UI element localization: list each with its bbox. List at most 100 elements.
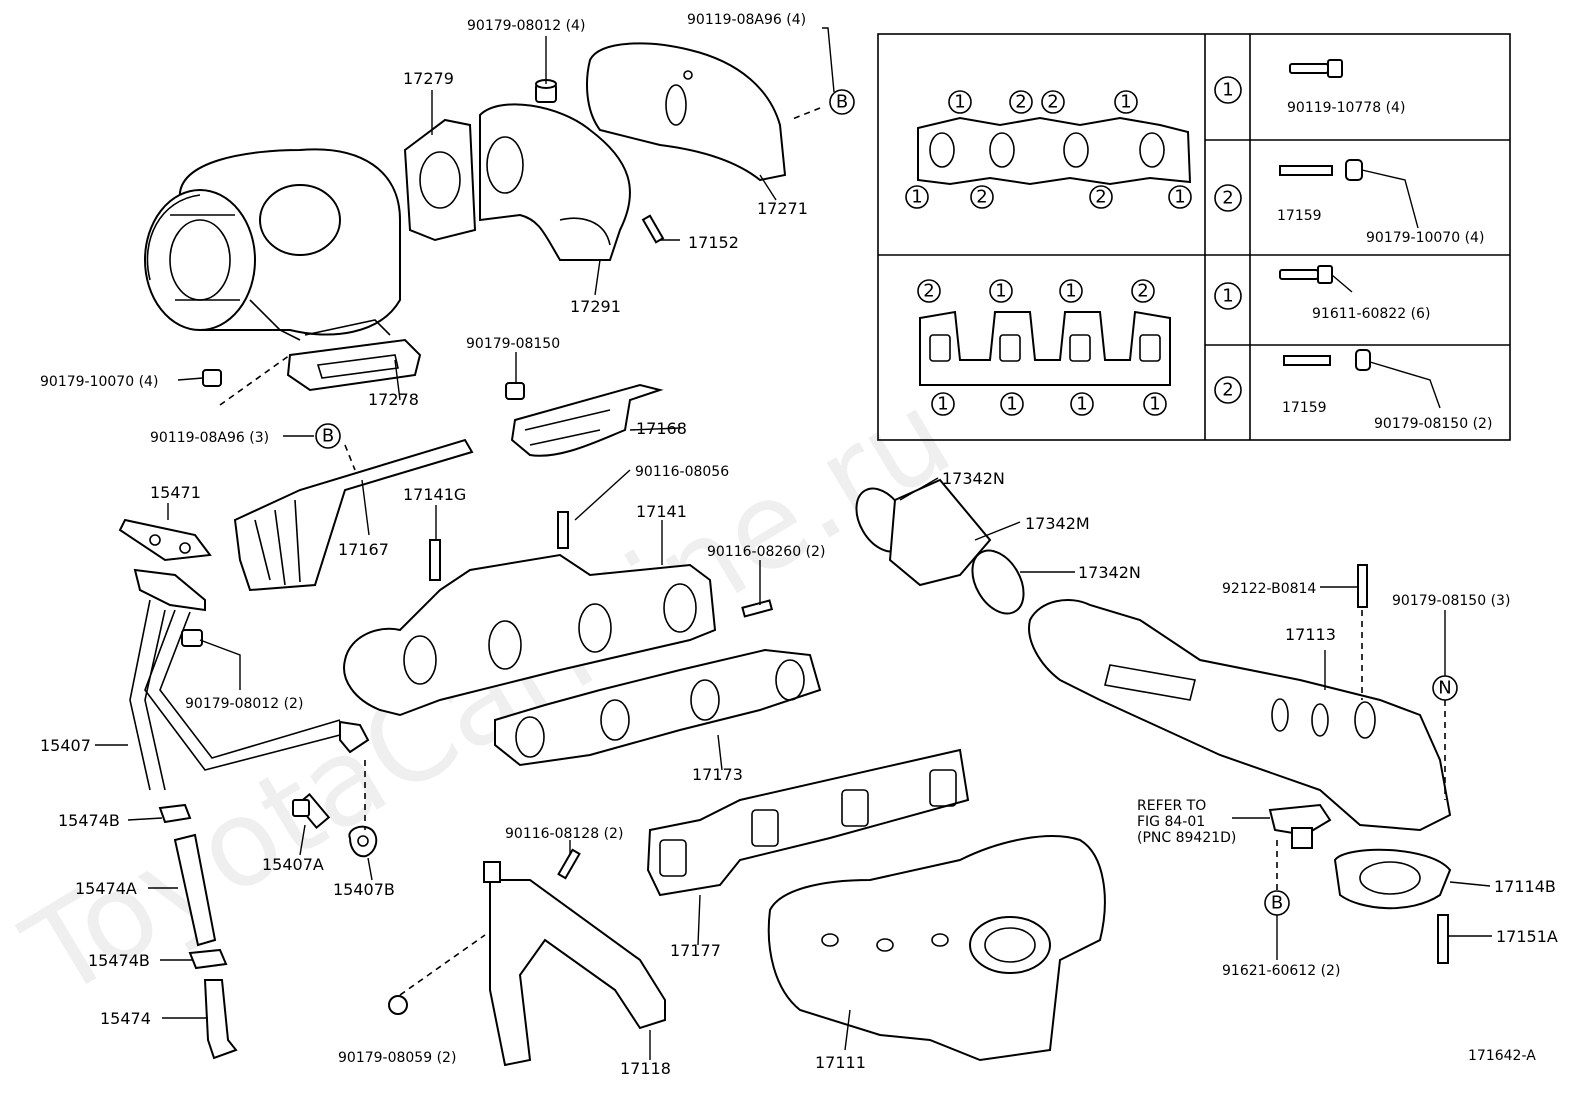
inset-key-number: 2: [1137, 281, 1148, 302]
inset-part-label: 90179-08150 (2): [1374, 416, 1492, 432]
label-15471: 15471: [150, 483, 201, 502]
stud-92122-B0814: [1357, 564, 1368, 608]
clamp-15474B-top: [158, 803, 192, 824]
gasket-17114B: [1333, 848, 1452, 910]
inset-nut-90179-08150: [1355, 349, 1371, 371]
label-17279: 17279: [403, 69, 454, 88]
heat-insulator-17271: [586, 42, 787, 182]
exhaust-manifold-17141: [343, 553, 717, 717]
inset-key-number: 2: [1047, 92, 1058, 113]
turbo-gasket-17279: [403, 118, 477, 242]
label-15474: 15474: [100, 1009, 151, 1028]
inset-part-label: 17159: [1282, 400, 1327, 416]
refer-text-line2: FIG 84-01: [1137, 814, 1205, 830]
stud-90116-08056: [557, 511, 569, 549]
diagram-id: 171642-A: [1468, 1048, 1536, 1064]
part-labels: 90179-08012 (4) 90119-08A96 (4) 17279 17…: [40, 12, 1558, 1078]
inset-key-number: 1: [1120, 92, 1131, 113]
inset-part-label: 90119-10778 (4): [1287, 100, 1405, 116]
label-17342N-top: 17342N: [942, 469, 1005, 488]
clamp-15474B-bottom: [188, 948, 228, 970]
stud-90116-08260: [741, 599, 774, 618]
refer-text-line1: REFER TO: [1137, 798, 1206, 814]
marker-b-top: B: [829, 89, 855, 115]
heat-insulator-17167: [233, 438, 474, 592]
label-15407B: 15407B: [333, 880, 395, 899]
marker-b-mid: B: [315, 423, 341, 449]
clamp-17342N-bottom: [971, 549, 1025, 615]
marker-b-right: B: [1264, 890, 1290, 916]
label-90116-08128-2: 90116-08128 (2): [505, 826, 623, 842]
inset-row-key: 2: [1222, 188, 1233, 209]
label-90179-08012-4: 90179-08012 (4): [467, 18, 585, 34]
turbo-outlet-gasket-17278: [286, 319, 422, 392]
inset-key-number: 1: [954, 92, 965, 113]
sensor-ref-89421D: [1268, 803, 1332, 849]
label-91621-60612-2: 91621-60612 (2): [1222, 963, 1340, 979]
label-90119-08A96-4: 90119-08A96 (4): [687, 12, 806, 28]
label-17167: 17167: [338, 540, 389, 559]
marker-b-label: B: [322, 426, 334, 447]
label-90116-08056: 90116-08056: [635, 464, 729, 480]
refer-text-line3: (PNC 89421D): [1137, 830, 1236, 846]
inset-key-number: 1: [1076, 394, 1087, 415]
label-17177: 17177: [670, 941, 721, 960]
inset-key-number: 1: [1006, 394, 1017, 415]
label-90116-08260-2: 90116-08260 (2): [707, 544, 825, 560]
label-17141: 17141: [636, 502, 687, 521]
marker-n-label: N: [1438, 678, 1451, 699]
label-90179-10070-4-left: 90179-10070 (4): [40, 374, 158, 390]
gasket-17177: [646, 748, 970, 897]
inset-gasket-exhaust: [917, 116, 1192, 186]
nut-90179-08150-mid: [505, 382, 525, 400]
inset-key-number: 2: [976, 187, 987, 208]
inset-stud-17159-b: [1283, 355, 1331, 366]
inset-key-number: 1: [1149, 394, 1160, 415]
inset-row-key: 1: [1222, 286, 1233, 307]
inset-key-number: 1: [911, 187, 922, 208]
label-17151A: 17151A: [1496, 927, 1558, 946]
gasket-15407B: [348, 825, 378, 858]
stay-17118: [483, 861, 666, 1067]
inset-key-number: 1: [1065, 281, 1076, 302]
inset-key-number: 1: [995, 281, 1006, 302]
label-90179-08150-3: 90179-08150 (3): [1392, 593, 1510, 609]
marker-b-label: B: [836, 92, 848, 113]
label-17152: 17152: [688, 233, 739, 252]
stud-17151A: [1437, 914, 1449, 964]
inset-gasket-intake: [919, 310, 1171, 386]
nut-90179-10070-left: [202, 369, 222, 387]
label-15407A: 15407A: [262, 855, 324, 874]
inset-key-number: 2: [1095, 187, 1106, 208]
inset-row-key: 1: [1222, 80, 1233, 101]
turbocharger: [144, 148, 401, 341]
marker-n: N: [1432, 675, 1458, 701]
heat-insulator-17168: [510, 383, 664, 457]
label-17173: 17173: [692, 765, 743, 784]
hose-15474A: [173, 833, 217, 947]
label-15407: 15407: [40, 736, 91, 755]
intake-manifold-17111: [767, 835, 1106, 1062]
label-17111: 17111: [815, 1053, 866, 1072]
label-92122-B0814: 92122-B0814: [1222, 581, 1316, 597]
pipe-15474: [203, 979, 238, 1060]
inset-part-label: 91611-60822 (6): [1312, 306, 1430, 322]
inset-key-number: 1: [1174, 187, 1185, 208]
marker-b-label: B: [1271, 893, 1283, 914]
nut-90179-08059: [388, 995, 408, 1015]
stud-17141G: [429, 539, 441, 581]
label-15474B-bottom: 15474B: [88, 951, 150, 970]
label-17271: 17271: [757, 199, 808, 218]
inset-key-number: 2: [1015, 92, 1026, 113]
nut-90179-08012-lower: [181, 629, 203, 647]
inset-row-key: 2: [1222, 380, 1233, 401]
label-90119-08A96-3: 90119-08A96 (3): [150, 430, 269, 446]
turbo-elbow-17291: [479, 103, 631, 261]
union-bolt-15407A: [292, 792, 331, 830]
label-17291: 17291: [570, 297, 621, 316]
inset-part-label: 90179-10070 (4): [1366, 230, 1484, 246]
gasket-15471: [118, 518, 212, 562]
gasket-17173: [494, 648, 822, 767]
label-17114B: 17114B: [1494, 877, 1556, 896]
